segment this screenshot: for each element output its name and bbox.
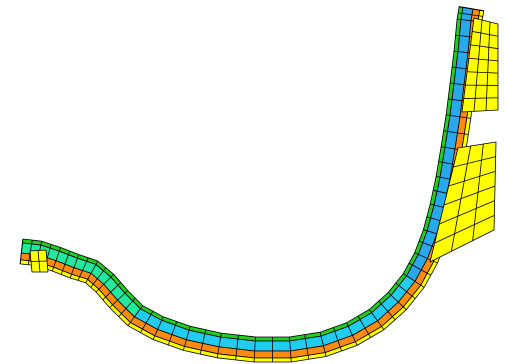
mesh-line (77, 257, 89, 281)
mesh-line (387, 292, 407, 310)
mesh-line (253, 336, 256, 362)
block-grid-line (453, 156, 496, 168)
mesh-line (199, 329, 207, 355)
mesh-line (90, 267, 107, 288)
block-grid-line (473, 19, 483, 112)
mesh-line (443, 130, 469, 135)
mesh-line (289, 336, 292, 362)
mesh-line (69, 254, 80, 279)
block-grid-line (448, 170, 496, 187)
mesh-line (85, 260, 99, 284)
mesh-line (446, 114, 471, 119)
mesh-line (459, 6, 484, 12)
block-grid-line (472, 31, 499, 37)
mesh-line (102, 282, 122, 301)
block-grid-line (485, 21, 491, 111)
mesh-line (95, 274, 114, 293)
mesh-line (140, 310, 154, 333)
block-grid-line (30, 260, 48, 262)
mesh-line (357, 315, 371, 338)
mesh-line (403, 273, 425, 288)
mesh-line (378, 300, 396, 320)
mesh-line (51, 247, 62, 272)
block-grid-line (443, 185, 496, 206)
mesh-line (118, 297, 136, 317)
mesh-line (395, 282, 416, 299)
mesh-line (235, 335, 239, 360)
mesh-line (346, 322, 358, 346)
mesh-line (60, 250, 71, 275)
block-grid-line (468, 57, 499, 62)
mesh-line (304, 334, 310, 360)
mesh-line (319, 332, 327, 357)
block-grid-line (467, 71, 499, 74)
block-grid-line (463, 97, 499, 99)
mesh-line (414, 252, 438, 264)
mesh-line (408, 262, 431, 276)
yellow-inner-layer (19, 9, 485, 363)
block-grid-line (439, 200, 495, 225)
mesh-line (167, 321, 178, 346)
orange-layer (20, 8, 481, 359)
mesh-line (216, 333, 222, 358)
mesh-line (127, 305, 144, 326)
mesh-line (19, 239, 24, 264)
block-grid-line (434, 214, 495, 244)
mesh-line (152, 316, 164, 340)
mesh-line (332, 327, 343, 352)
mesh-line (368, 309, 385, 330)
block-grid-line (470, 44, 499, 49)
mesh-line (458, 12, 483, 17)
mesh-line (182, 326, 191, 351)
mesh-line (109, 290, 129, 308)
